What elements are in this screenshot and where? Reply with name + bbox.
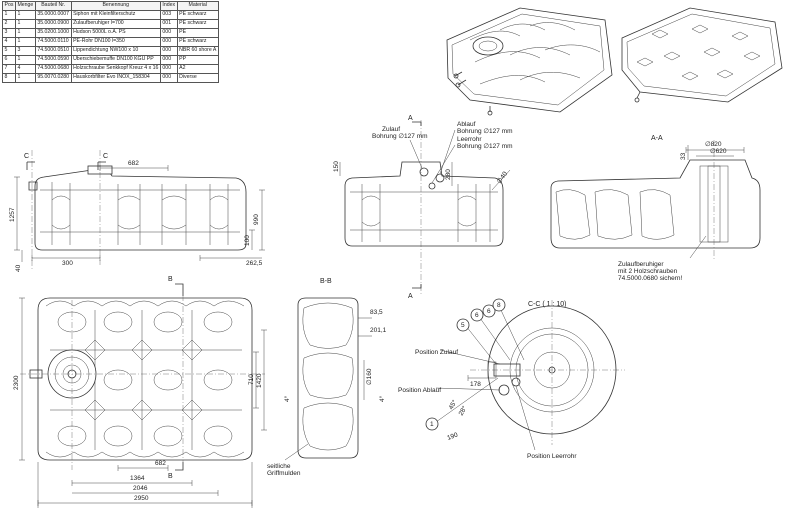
iso-left-dome (472, 36, 504, 56)
dim-d40: ∅40 (496, 170, 509, 185)
dim-1420: 1420 (256, 373, 263, 388)
section-c-c: C-C ( 1 : 10) Position Zulauf Position A… (398, 298, 625, 460)
section-c-right-label: C (103, 153, 108, 160)
bb-note-2: Griffmulden (267, 470, 301, 477)
pos-zulauf-label: Position Zulauf (415, 349, 458, 356)
dim-150: 150 (333, 161, 340, 172)
leerrohr-label: Leerrohr (457, 136, 482, 143)
balloon-5 (456, 318, 470, 332)
section-a-a: A-A ∅820 ∅620 33 Zulaufberuhiger mit 2 H… (550, 135, 761, 282)
section-a-bottom-label: A (408, 293, 413, 300)
dim-710: 710 (248, 374, 255, 385)
section-cc-title: C-C ( 1 : 10) (528, 301, 567, 308)
front-view: C C 682 1257 990 100 40 300 262,5 (9, 150, 265, 272)
balloon-6b (482, 304, 496, 318)
section-a-top-label: A (408, 115, 413, 122)
angle-45: 45° (447, 398, 459, 411)
dim-262-5: 262,5 (246, 260, 263, 267)
bb-note-1: seitliche (267, 463, 291, 470)
inlet-hole (419, 167, 429, 177)
dim-300: 300 (62, 260, 73, 267)
dim-100: 100 (244, 235, 251, 246)
dim-820: ∅820 (705, 141, 722, 148)
bom-cell: Hauskorbfilter Evo INOX_158304 (70, 73, 161, 83)
zulauf-bohrung: Bohrung ∅127 mm (372, 133, 428, 140)
balloon-8-text: 8 (497, 302, 501, 309)
dim-682-front: 682 (128, 160, 139, 167)
bom-cell: 1 (14, 73, 36, 83)
cc-inlet-pipe (493, 363, 521, 377)
dim-990: 990 (253, 214, 260, 225)
pos-ablauf-label: Position Ablauf (398, 387, 441, 394)
dim-83-5: 83,5 (370, 309, 383, 316)
aa-note-2: mit 2 Holzschrauben (618, 268, 678, 275)
dim-201-1: 201,1 (370, 327, 387, 334)
balloon-6a-text: 6 (475, 312, 479, 319)
pos-leerrohr-label: Position Leerrohr (527, 453, 577, 460)
section-c-left-label: C (24, 153, 29, 160)
section-aa-title: A-A (651, 135, 663, 142)
ablauf-label: Ablauf (457, 121, 476, 128)
dim-1364: 1364 (130, 475, 145, 482)
balloon-5-text: 5 (461, 322, 465, 329)
side-view: 150 280 ∅40 Zulauf Bohrung ∅127 mm Ablau… (333, 115, 513, 300)
dim-190: 190 (446, 431, 459, 441)
balloon-1 (425, 417, 439, 431)
iso-view-left (446, 7, 613, 116)
cc-leerrohr (511, 377, 521, 387)
aa-note-1: Zulaufberuhiger (618, 261, 664, 268)
section-b-bottom-label: B (168, 473, 173, 480)
dim-682-top: 682 (155, 460, 166, 467)
balloon-6a (470, 308, 484, 322)
section-b-b: B-B 83,5 201,1 ∅160 4° 4° seitliche Grif… (267, 278, 387, 477)
front-inlet-pipe (28, 181, 38, 191)
dim-620: ∅620 (710, 148, 727, 155)
dim-2046: 2046 (133, 485, 148, 492)
dim-280: 280 (445, 169, 452, 180)
zulauf-label: Zulauf (382, 126, 400, 133)
empty-pipe-hole (428, 182, 436, 190)
balloon-1-text: 1 (430, 421, 434, 428)
cc-balloons: 1 5 6 6 8 (425, 298, 525, 431)
balloon-8 (492, 298, 506, 312)
top-view: 2300 710 1420 682 1364 2046 2950 B B (13, 276, 267, 508)
dim-178: 178 (470, 381, 481, 388)
dim-2950: 2950 (134, 495, 149, 502)
dim-33: 33 (680, 152, 687, 160)
cc-outlet (498, 384, 510, 396)
leerrohr-bohrung: Bohrung ∅127 mm (457, 143, 513, 150)
dim-2300: 2300 (13, 375, 20, 390)
aa-note-3: 74.5000.0680 sichern! (618, 275, 683, 282)
iso-view-right (621, 7, 783, 103)
section-bb-title: B-B (320, 278, 332, 285)
angle-4-left: 4° (283, 395, 291, 402)
outlet-hole (435, 173, 445, 183)
section-b-top-label: B (168, 276, 173, 283)
bom-cell: Diverse (176, 73, 219, 83)
dim-40: 40 (15, 264, 22, 272)
angle-4-right: 4° (378, 395, 386, 402)
balloon-6b-text: 6 (487, 308, 491, 315)
ablauf-bohrung: Bohrung ∅127 mm (457, 128, 513, 135)
dim-d160: ∅160 (366, 368, 373, 385)
dim-1257: 1257 (9, 207, 16, 222)
bom-cell: 8 (2, 73, 16, 83)
